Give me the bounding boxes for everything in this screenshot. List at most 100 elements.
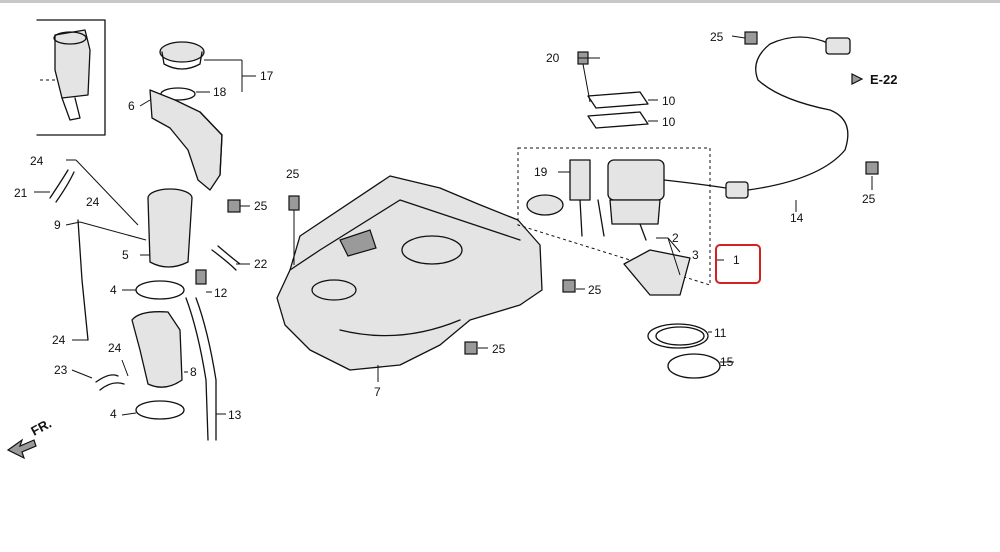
callout-17: 17 (260, 69, 274, 83)
plate-10-upper (587, 91, 649, 109)
pump-wire-1 (579, 199, 583, 237)
callout-25-right: 25 (588, 283, 602, 297)
callout-9: 9 (54, 218, 61, 232)
pump-module-frame (517, 147, 711, 286)
filler-pipe (131, 188, 193, 420)
callout-25-left: 25 (254, 199, 268, 213)
inset-filler-neck (54, 29, 91, 99)
callout-24-c: 24 (52, 333, 66, 347)
callout-2: 2 (672, 231, 679, 245)
fuel-filter (526, 194, 564, 216)
callout-24-b: 24 (86, 195, 100, 209)
wiring-harness (663, 36, 851, 199)
tube-23 (95, 374, 119, 383)
filler-hose (131, 311, 183, 388)
mount-plates (577, 51, 649, 129)
tank-body (276, 175, 543, 371)
bolt-25-tank (288, 195, 300, 211)
tube-21b (55, 171, 75, 203)
inset-neck-opening (53, 31, 87, 45)
bolt-25-right (562, 279, 576, 293)
pump-float (623, 249, 691, 296)
filler-inset (36, 19, 106, 136)
pump-strut (639, 223, 647, 241)
hose-clamp-lower (135, 400, 185, 420)
fitting-12 (195, 269, 207, 285)
callout-12: 12 (214, 286, 228, 300)
tank-top-ridge (289, 199, 521, 271)
filler-port (311, 279, 357, 301)
tube-23b (99, 382, 125, 391)
callout-25-bottom: 25 (492, 342, 506, 356)
inset-frame (36, 19, 106, 136)
filler-cap-side (161, 51, 203, 70)
tube-21 (49, 169, 69, 199)
callout-25-tank: 25 (286, 167, 300, 181)
bolt-25-left (227, 199, 241, 213)
shroud-panel (149, 89, 223, 191)
callout-23: 23 (54, 363, 68, 377)
tube-22b (217, 245, 241, 265)
callout-18: 18 (213, 85, 227, 99)
tube-13 (185, 297, 209, 441)
pipe-body (147, 197, 193, 268)
e22-connector (825, 37, 851, 55)
plate-10-lower (587, 111, 649, 129)
tube-22 (211, 249, 237, 271)
harness-14 (747, 36, 849, 191)
set-ring-15 (667, 353, 721, 379)
line-9 (77, 219, 89, 341)
callout-8: 8 (190, 365, 197, 379)
top-border (0, 0, 1000, 3)
callout-3: 3 (692, 248, 699, 262)
callout-1: 1 (733, 253, 740, 267)
leader-lines (34, 35, 873, 416)
callout-21: 21 (14, 186, 28, 200)
bolt-25-far-right (865, 161, 879, 175)
highlight-box (715, 244, 761, 284)
callout-15: 15 (720, 355, 734, 369)
inset-neck-tail (61, 97, 81, 121)
bolt-25-harness (744, 31, 758, 45)
callout-22: 22 (254, 257, 268, 271)
callouts: 1 2 3 4 4 5 6 7 8 9 10 10 11 12 13 14 15… (14, 30, 897, 422)
callout-25-harness: 25 (710, 30, 724, 44)
bolt-25-bottom (464, 341, 478, 355)
fuel-tank (276, 175, 543, 371)
callout-5: 5 (122, 248, 129, 262)
pressure-regulator (569, 159, 591, 201)
pump-head (607, 159, 665, 201)
callout-19: 19 (534, 165, 548, 179)
hose-clamp-upper (135, 280, 185, 300)
callout-10-lower: 10 (662, 115, 676, 129)
tube-13b (195, 297, 217, 441)
callout-20: 20 (546, 51, 560, 65)
callout-4-lower: 4 (110, 407, 117, 421)
callout-25-far-right: 25 (862, 192, 876, 206)
pump-wire-2 (597, 199, 605, 237)
front-label: FR. (28, 416, 54, 439)
tank-bracket (339, 229, 377, 257)
seal-ring-11-inner (655, 326, 705, 346)
nut-20-stem (582, 63, 591, 103)
tank-crease (339, 319, 461, 337)
callout-13: 13 (228, 408, 242, 422)
callout-14: 14 (790, 211, 804, 225)
front-direction-indicator: FR. (6, 416, 54, 460)
callout-24-d: 24 (108, 341, 122, 355)
callout-10-upper: 10 (662, 94, 676, 108)
filler-shroud (149, 89, 223, 191)
filler-cap-assembly (159, 41, 205, 101)
fuel-pump-module (517, 147, 711, 296)
callout-24-a: 24 (30, 154, 44, 168)
seal-ring-11 (647, 323, 709, 349)
reference-e22: E-22 (870, 72, 897, 87)
callout-6: 6 (128, 99, 135, 113)
breather-tubes (49, 169, 241, 441)
shroud-edge (199, 111, 223, 176)
pump-body (609, 199, 661, 225)
pump-opening (401, 235, 463, 265)
filler-cap (159, 41, 205, 63)
